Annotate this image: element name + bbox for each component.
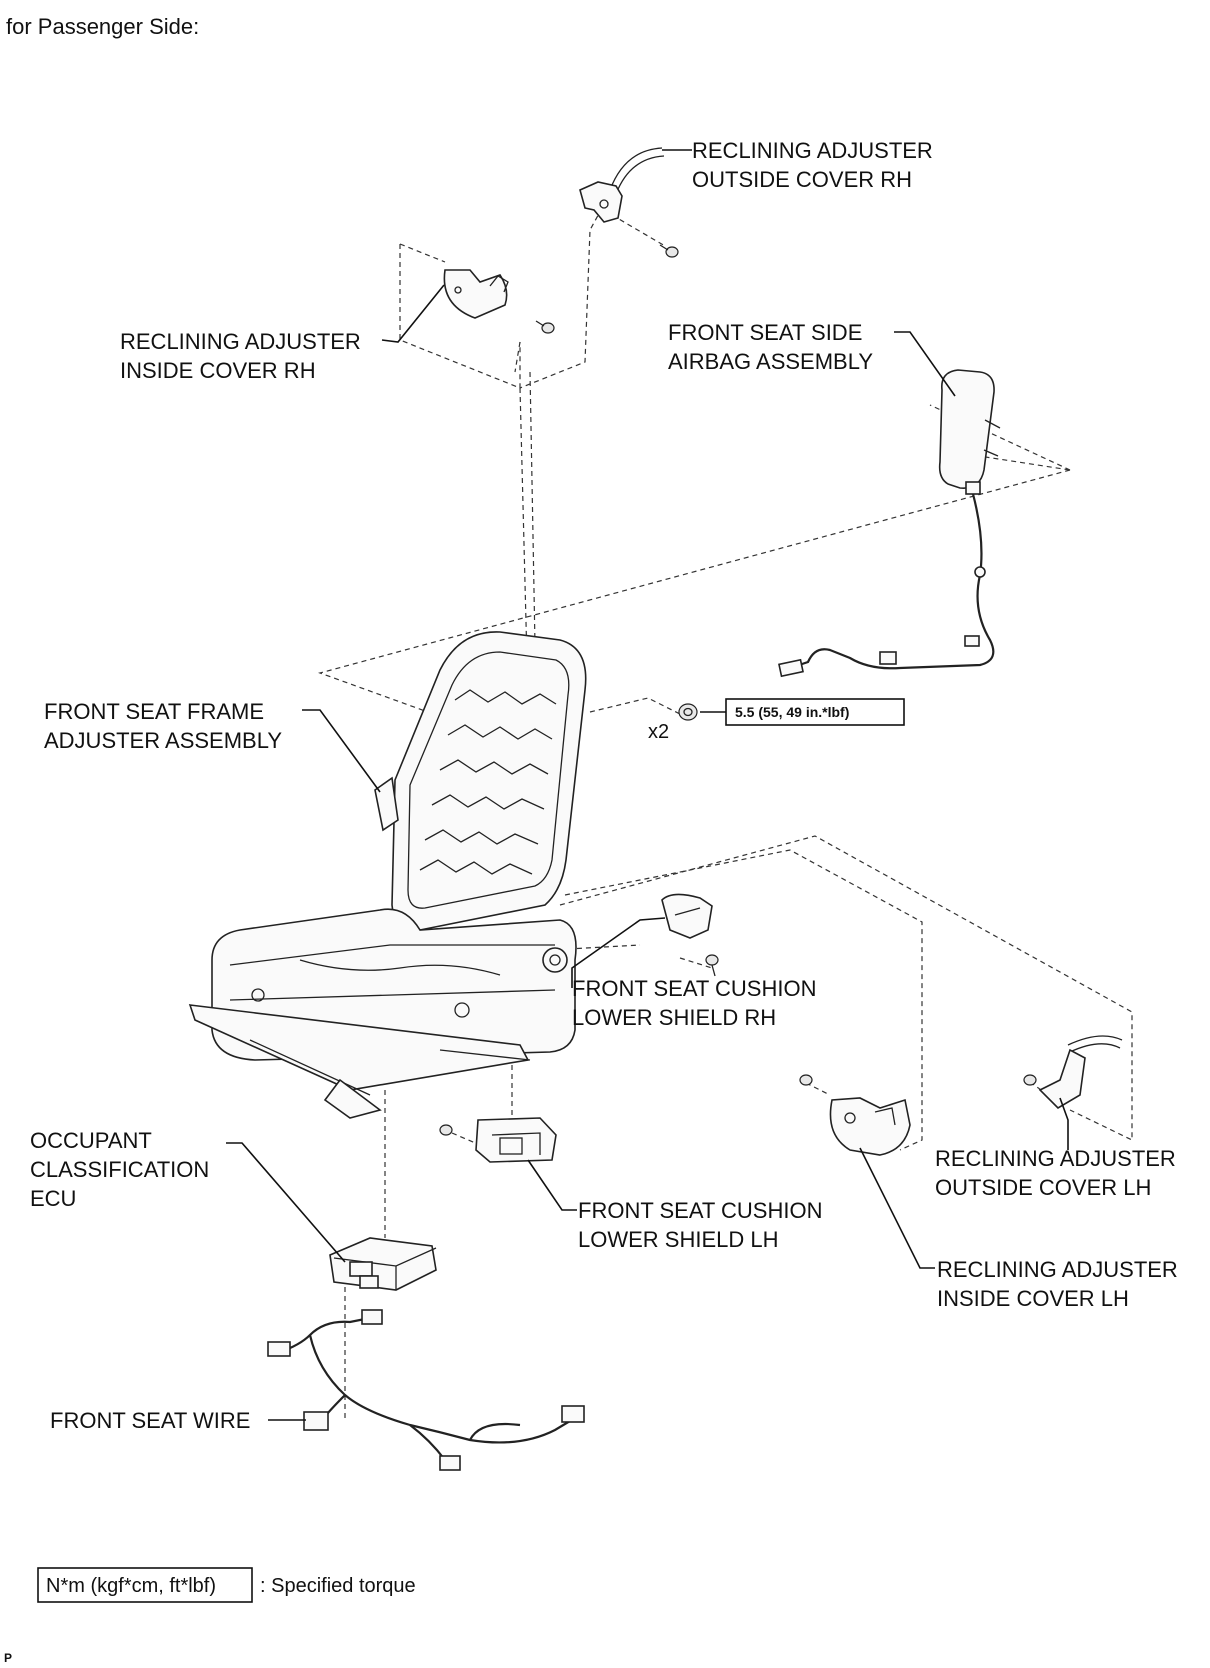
torque-spec-box: 5.5 (55, 49 in.*lbf) — [725, 698, 905, 726]
callout-reclining-adjuster-outside-cover-rh: RECLINING ADJUSTER OUTSIDE COVER RH — [692, 138, 933, 192]
callout-front-seat-wire: FRONT SEAT WIRE — [50, 1408, 250, 1433]
callout-front-seat-cushion-lower-shield-lh: FRONT SEAT CUSHION LOWER SHIELD LH — [578, 1198, 822, 1252]
screw-icon — [535, 320, 555, 334]
callout-reclining-adjuster-inside-cover-lh: RECLINING ADJUSTER INSIDE COVER LH — [937, 1257, 1178, 1311]
label-line: LOWER SHIELD RH — [572, 1005, 776, 1030]
label-line: OUTSIDE COVER RH — [692, 167, 912, 192]
label-line: OUTSIDE COVER LH — [935, 1175, 1151, 1200]
front-seat-cushion-lower-shield-lh — [475, 1117, 557, 1163]
label-line: RECLINING ADJUSTER — [937, 1257, 1178, 1282]
corner-mark: P — [4, 1651, 12, 1665]
label-line: LOWER SHIELD LH — [578, 1227, 779, 1252]
label-line: OCCUPANT — [30, 1128, 152, 1153]
callout-front-seat-side-airbag-assembly: FRONT SEAT SIDE AIRBAG ASSEMBLY — [668, 320, 873, 374]
label-line: AIRBAG ASSEMBLY — [668, 349, 873, 374]
label-line: FRONT SEAT CUSHION — [578, 1198, 822, 1223]
label-line: INSIDE COVER RH — [120, 358, 316, 383]
screw-icon — [1023, 1074, 1037, 1086]
page-heading: for Passenger Side: — [6, 14, 199, 39]
nut-quantity: x2 — [648, 721, 669, 743]
screw-icon — [439, 1124, 453, 1136]
screw-icon — [659, 244, 679, 258]
label-line: RECLINING ADJUSTER — [120, 329, 361, 354]
callout-reclining-adjuster-outside-cover-lh: RECLINING ADJUSTER OUTSIDE COVER LH — [935, 1146, 1176, 1200]
reclining-adjuster-outside-cover-rh — [579, 147, 665, 223]
legend-description: : Specified torque — [260, 1575, 416, 1597]
label-line: ECU — [30, 1186, 76, 1211]
front-seat-frame-adjuster-assembly — [188, 631, 587, 1119]
reclining-adjuster-inside-cover-lh — [829, 1097, 911, 1156]
label-line: CLASSIFICATION — [30, 1157, 209, 1182]
label-line: ADJUSTER ASSEMBLY — [44, 728, 282, 753]
occupant-classification-ecu — [329, 1237, 437, 1291]
label-line: FRONT SEAT SIDE — [668, 320, 862, 345]
legend-box-text: N*m (kgf*cm, ft*lbf) — [46, 1575, 216, 1597]
callout-front-seat-frame-adjuster-assembly: FRONT SEAT FRAME ADJUSTER ASSEMBLY — [44, 699, 282, 753]
screw-icon — [705, 954, 719, 977]
front-seat-wire — [267, 1309, 585, 1471]
front-seat-cushion-lower-shield-rh — [661, 893, 713, 939]
callout-occupant-classification-ecu: OCCUPANT CLASSIFICATION ECU — [30, 1128, 209, 1211]
legend: N*m (kgf*cm, ft*lbf) : Specified torque — [37, 1567, 416, 1603]
label-line: FRONT SEAT FRAME — [44, 699, 264, 724]
callout-reclining-adjuster-inside-cover-rh: RECLINING ADJUSTER INSIDE COVER RH — [120, 329, 361, 383]
label-line: INSIDE COVER LH — [937, 1286, 1129, 1311]
screw-icon — [799, 1074, 813, 1086]
leader-lines — [226, 149, 1069, 1421]
reclining-adjuster-inside-cover-rh — [443, 269, 509, 319]
label-line: RECLINING ADJUSTER — [935, 1146, 1176, 1171]
label-line: RECLINING ADJUSTER — [692, 138, 933, 163]
nut-icon — [678, 703, 698, 721]
torque-spec-value: 5.5 (55, 49 in.*lbf) — [735, 704, 849, 720]
callout-front-seat-cushion-lower-shield-rh: FRONT SEAT CUSHION LOWER SHIELD RH — [572, 976, 816, 1030]
front-seat-side-airbag-assembly — [778, 369, 1001, 678]
reclining-adjuster-outside-cover-lh — [1038, 1035, 1123, 1110]
label-line: FRONT SEAT CUSHION — [572, 976, 816, 1001]
